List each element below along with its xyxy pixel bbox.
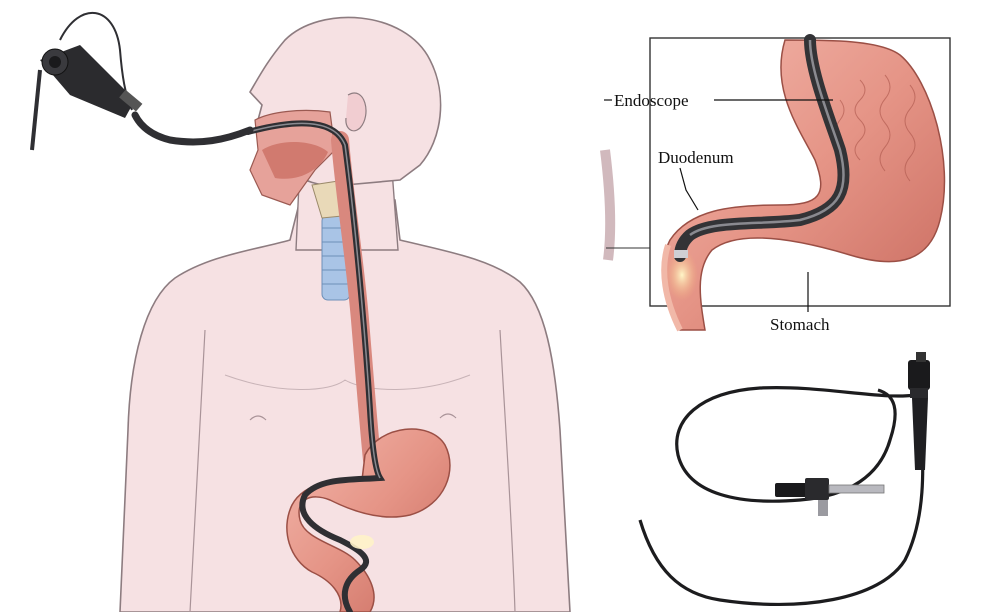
inset-scope-light (666, 249, 698, 301)
scope-in-body-highlight (247, 122, 381, 479)
label-stomach: Stomach (770, 315, 830, 334)
device-insertion-tube (675, 386, 916, 503)
scope-external-cable (131, 111, 254, 146)
stomach-organ (286, 428, 451, 612)
chest-line (224, 374, 471, 390)
ear (345, 92, 367, 132)
label-duodenum: Duodenum (658, 148, 734, 167)
right-arm-line (499, 329, 516, 612)
inset-scope-tip (674, 250, 688, 258)
device-control-body (908, 352, 930, 470)
tongue (262, 141, 328, 179)
inset-duodenum (661, 244, 683, 332)
endoscope-device (638, 352, 930, 607)
left-arm-line (189, 329, 206, 612)
inset-scope-highlight (689, 39, 845, 237)
label-endoscope: Endoscope (614, 91, 689, 110)
inset-stomach (661, 39, 946, 331)
inset-body-edge (600, 149, 616, 261)
human-figure (30, 12, 571, 612)
stomach-inset: Endoscope Duodenum Stomach (600, 34, 951, 334)
duodenum-leader (679, 167, 699, 211)
scope-light-body (350, 535, 374, 549)
device-connector (775, 478, 885, 516)
device-universal-cord (638, 409, 925, 607)
right-nipple (439, 413, 457, 419)
left-nipple (249, 415, 267, 421)
scope-control-handle (30, 45, 143, 151)
